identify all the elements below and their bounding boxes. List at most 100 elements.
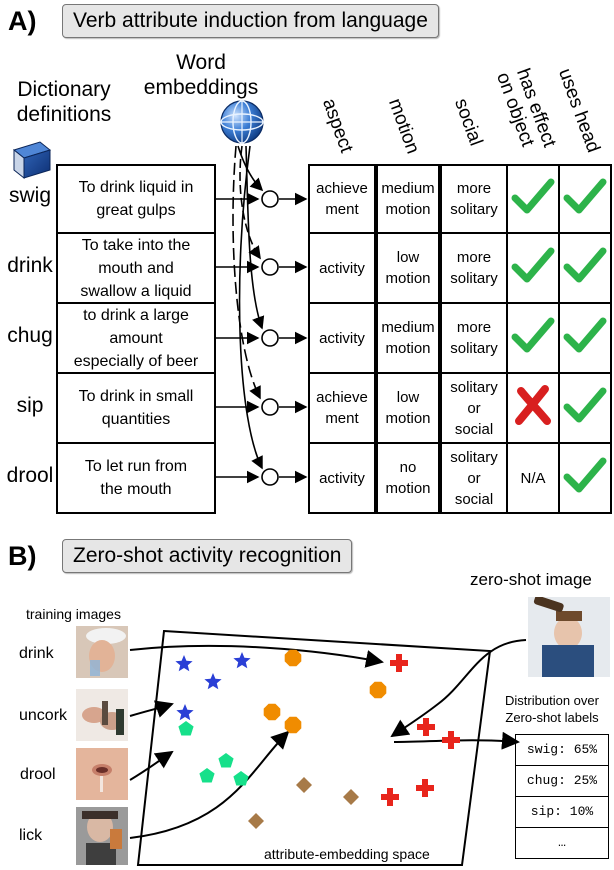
training-label-uncork: uncork	[19, 707, 68, 724]
attr-motion-swig: medium motion	[376, 164, 440, 234]
text-line: activity	[319, 469, 365, 487]
definition-box-sip: To drink in small quantities	[56, 374, 216, 444]
text-line: motion	[385, 201, 431, 218]
training-image-lick	[76, 807, 128, 865]
verb-label-sip: sip	[16, 394, 44, 417]
text-line: To let run from	[84, 458, 188, 475]
na-text: N/A	[520, 469, 546, 487]
text-line: motion	[385, 480, 431, 497]
check-icon	[563, 455, 607, 501]
attr-effect-drool: N/A	[508, 444, 560, 514]
diamond-marker	[296, 777, 312, 793]
text-line: ment	[325, 410, 359, 427]
diamond-marker	[343, 789, 359, 805]
circle-marker	[369, 681, 387, 699]
check-icon	[563, 245, 607, 291]
text-line: To take into the	[81, 236, 191, 254]
plus-marker	[417, 718, 435, 736]
check-icon	[511, 315, 555, 361]
attr-effect-drink	[508, 234, 560, 304]
embedding-space-border	[136, 629, 492, 866]
flow-arrows	[216, 145, 308, 486]
distribution-item: …	[558, 835, 566, 850]
attr-head-drool	[560, 444, 612, 514]
distribution-item: swig: 65%	[516, 735, 608, 766]
training-label-lick: lick	[19, 827, 43, 844]
text-line: To drink in small	[78, 388, 194, 405]
check-icon	[563, 315, 607, 361]
book-icon	[12, 141, 52, 180]
text-line: achieve	[316, 389, 368, 406]
cross-icon	[511, 383, 555, 433]
text-line: low	[396, 389, 420, 406]
text-line: mouth and	[98, 259, 174, 277]
attr-effect-swig	[508, 164, 560, 234]
attr-aspect-chug: activity	[308, 304, 376, 374]
text-line: motion	[385, 270, 431, 287]
training-label-drool: drool	[20, 766, 56, 783]
section-a-letter: A)	[8, 6, 37, 36]
zero-shot-image	[528, 597, 610, 677]
attr-head-swig	[560, 164, 612, 234]
section-b-title: Zero-shot activity recognition	[62, 539, 353, 573]
text-line: swallow a liquid	[80, 282, 192, 300]
circle-marker	[284, 716, 302, 734]
attr-head-chug	[560, 304, 612, 374]
text-line: no	[399, 459, 417, 476]
plus-marker	[390, 654, 408, 672]
definition-box-drool: To let run from the mouth	[56, 444, 216, 514]
definition-box-drink: To take into the mouth and swallow a liqui…	[56, 234, 216, 304]
star-marker	[175, 655, 193, 672]
attr-motion-drink: low motion	[376, 234, 440, 304]
text-line: great gulps	[96, 202, 176, 219]
check-icon	[563, 176, 607, 222]
star-marker	[204, 673, 222, 690]
training-label-drink: drink	[19, 645, 54, 662]
circle-marker	[263, 703, 281, 721]
training-image-drink	[76, 626, 128, 678]
pentagon-marker	[178, 721, 194, 736]
space-label: attribute-embedding space	[264, 846, 430, 862]
attr-head-sip	[560, 374, 612, 444]
text-line: solitary	[450, 340, 498, 357]
attr-head-drink	[560, 234, 612, 304]
text-line: low	[396, 249, 420, 266]
text-line: solitary	[450, 378, 498, 396]
verb-label-drool: drool	[6, 464, 54, 487]
training-image-uncork	[76, 689, 128, 741]
text-line: or	[467, 469, 481, 487]
circle-marker	[284, 649, 302, 667]
text-line: to drink a large	[83, 306, 189, 324]
embedding-label: Word embeddings	[143, 51, 259, 99]
diamond-marker	[248, 813, 264, 829]
text-line: medium	[381, 180, 435, 197]
distribution-item: chug: 25%	[516, 766, 608, 797]
text-line: activity	[319, 259, 365, 277]
plus-marker	[442, 731, 460, 749]
attr-effect-sip	[508, 374, 560, 444]
distribution-list: swig: 65%chug: 25%sip: 10%…	[515, 734, 609, 859]
plus-marker	[381, 788, 399, 806]
text-line: social	[454, 490, 494, 508]
text-line: ment	[325, 201, 359, 218]
section-a-title: Verb attribute induction from language	[62, 4, 439, 38]
text-line: medium	[381, 319, 435, 336]
verb-label-chug: chug	[7, 324, 53, 347]
text-line: more	[456, 249, 492, 266]
training-images-label: training images	[26, 606, 121, 622]
pentagon-marker	[233, 771, 249, 786]
text-line: the mouth	[100, 481, 172, 498]
text-line: solitary	[450, 201, 498, 218]
verb-label-drink: drink	[7, 254, 53, 277]
training-image-drool	[76, 748, 128, 800]
attribute-embedding-space: attribute-embedding space	[129, 629, 527, 866]
text-line: more	[456, 319, 492, 336]
distribution-title: Distribution over Zero-shot labels	[505, 693, 599, 725]
text-line: quantities	[101, 411, 171, 428]
